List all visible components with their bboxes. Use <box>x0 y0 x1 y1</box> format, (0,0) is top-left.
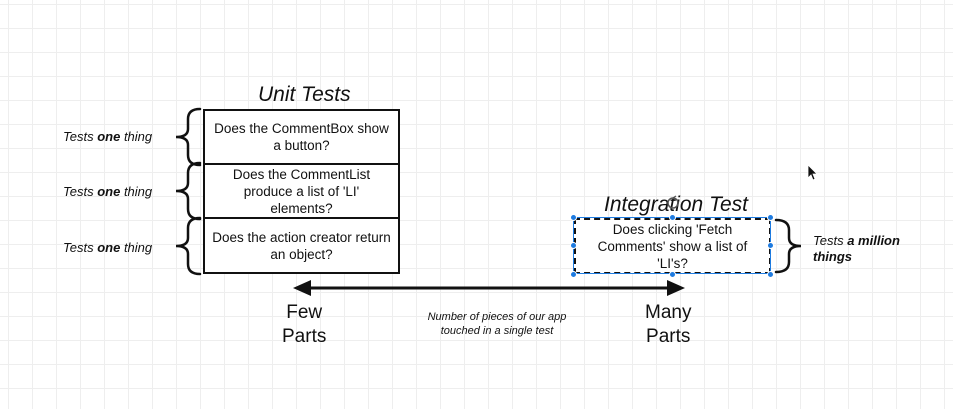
resize-handle-bottom-right[interactable] <box>767 271 774 278</box>
unit-test-box-text-line1: Does the CommentBox show <box>214 121 389 136</box>
axis-caption: Number of pieces of our app touched in a… <box>427 311 567 337</box>
resize-handle-bottom-middle[interactable] <box>669 271 676 278</box>
unit-tests-title: Unit Tests <box>258 83 351 106</box>
resize-handle-bottom-left[interactable] <box>570 271 577 278</box>
unit-test-box-text-line1: Does the action creator return <box>212 229 391 245</box>
unit-test-box-text-line2: an object? <box>270 246 333 262</box>
arrowhead-left-icon <box>293 280 311 296</box>
tests-one-thing-label-1: Tests one thing <box>63 129 153 144</box>
many-parts-label: Many Parts <box>645 302 692 347</box>
few-parts-label: Few Parts <box>282 302 327 347</box>
brace-3-icon <box>175 216 202 276</box>
tests-one-thing-label-2: Tests one thing <box>63 184 153 199</box>
integration-box-text-line2: Comments' show a list of 'LI's? <box>597 238 748 271</box>
resize-handle-middle-left[interactable] <box>570 242 577 249</box>
resize-handle-top-middle[interactable] <box>669 214 676 221</box>
mouse-cursor-icon <box>807 164 818 181</box>
unit-test-box-action-creator[interactable]: Does the action creator return an object… <box>203 217 400 274</box>
tests-one-thing-label-3: Tests one thing <box>63 240 153 255</box>
tests-a-million-things-label: Tests a million things <box>813 233 900 264</box>
brace-right-icon <box>774 218 802 274</box>
unit-test-box-text-line2: produce a list of 'LI' elements? <box>243 183 360 216</box>
brace-2-icon <box>175 161 202 221</box>
resize-handle-top-left[interactable] <box>570 214 577 221</box>
rotate-handle-icon[interactable] <box>667 195 679 209</box>
unit-test-box-commentlist[interactable]: Does the CommentList produce a list of '… <box>203 163 400 219</box>
unit-test-box-text-line1: Does the CommentList <box>232 166 371 182</box>
brace-1-icon <box>175 107 202 167</box>
resize-handle-top-right[interactable] <box>767 214 774 221</box>
integration-box-text-line1: Does clicking 'Fetch <box>612 221 733 237</box>
unit-test-box-text-line2: a button? <box>273 138 330 153</box>
resize-handle-middle-right[interactable] <box>767 242 774 249</box>
integration-test-title: Integration Test <box>604 193 748 216</box>
arrowhead-right-icon <box>667 280 685 296</box>
